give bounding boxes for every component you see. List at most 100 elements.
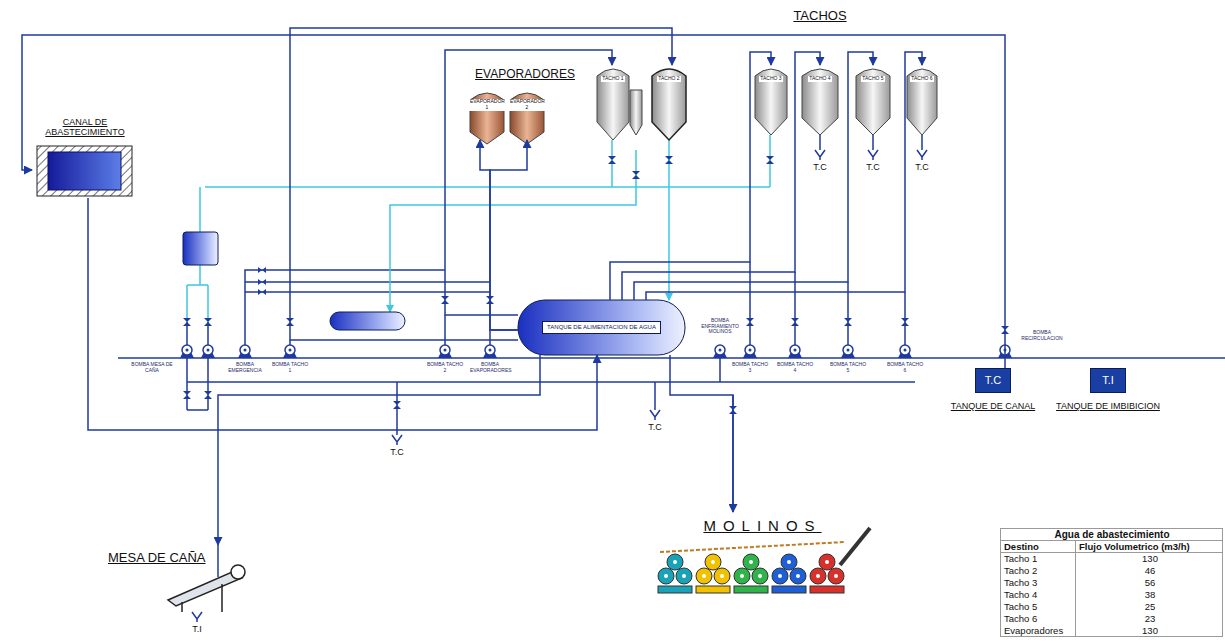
- table-cell: 130: [1120, 553, 1180, 564]
- mill-rollers: [705, 554, 721, 570]
- node-label: TACHO 2: [657, 76, 680, 82]
- mill-rollers: [828, 568, 844, 584]
- mill-rollers: [749, 560, 753, 564]
- pump-symbol: [788, 345, 802, 358]
- pan-vessel: TACHO 1: [597, 65, 629, 140]
- drain-funnel: [192, 612, 202, 622]
- node-label: TACHO 6: [910, 76, 933, 82]
- pump-label: BOMBA MESA DE CAÑA: [130, 362, 174, 373]
- water-pipe: [622, 52, 820, 300]
- mill-rollers: [772, 554, 806, 593]
- drain-funnel: [868, 150, 878, 160]
- table-cell: Tacho 6: [1004, 613, 1074, 624]
- mill-rollers: [696, 554, 730, 593]
- valve-symbol: [791, 318, 799, 326]
- mill-rollers: [658, 568, 674, 584]
- drain-label: T.C: [861, 162, 885, 173]
- pan-vessels: [856, 69, 890, 135]
- small-tanks: [183, 232, 218, 265]
- canal-box: [48, 152, 121, 190]
- mill-rollers: [696, 586, 730, 593]
- pan-vessels: [597, 69, 937, 150]
- table-title: Agua de abastecimiento: [1002, 529, 1222, 541]
- node-label: TACHO 5: [861, 76, 884, 82]
- section-heading: TACHOS: [780, 8, 860, 24]
- pipe-symbols: [180, 150, 1012, 622]
- mill-rollers: [734, 568, 750, 584]
- pan-vessels: [907, 69, 937, 135]
- pump-symbol: [483, 345, 497, 358]
- table-cell: 38: [1120, 589, 1180, 600]
- mill-rollers: [711, 560, 715, 564]
- node-label: TANQUE DE IMBIBICION: [1056, 401, 1160, 411]
- mill-rollers: [734, 554, 768, 593]
- data-table: [1075, 540, 1076, 637]
- pump-symbol: [898, 345, 912, 358]
- valve-symbol: [766, 156, 774, 164]
- main-pipes: [187, 381, 915, 383]
- pump-symbol: [843, 345, 853, 355]
- drain-funnel: [392, 435, 402, 445]
- water-pipe: [290, 28, 672, 340]
- section-heading: EVAPORADORES: [465, 67, 585, 81]
- mill-rollers: [816, 574, 820, 578]
- valve-symbol: [183, 318, 191, 326]
- tank-box: T.I: [1090, 368, 1126, 393]
- feed-tank: [518, 300, 685, 355]
- drain-label: T.C: [910, 162, 934, 173]
- cane-table: [231, 565, 245, 579]
- pump-symbol: [244, 349, 247, 352]
- pump-symbol: [847, 349, 850, 352]
- mill-rollers: [787, 560, 791, 564]
- tank-box: T.C: [975, 368, 1011, 393]
- pump-symbol: [283, 345, 297, 358]
- canal-box: [37, 146, 132, 196]
- pan-vessel: TACHO 5: [856, 65, 890, 135]
- pump-symbol: [182, 345, 192, 355]
- node-label: TACHO 4: [808, 76, 831, 82]
- water-pipe: [218, 355, 540, 545]
- pump-symbol: [180, 345, 194, 358]
- pump-symbol: [186, 349, 189, 352]
- pan-vessels: [652, 69, 686, 140]
- mill-rollers: [810, 568, 826, 584]
- valve-symbol: [183, 391, 191, 399]
- mill-rollers: [714, 568, 730, 584]
- table-header: Flujo Volumetrico (m3/h): [1079, 541, 1223, 552]
- node-label: MOLINOS: [703, 517, 821, 534]
- pump-symbol: [285, 345, 295, 355]
- pan-vessel: TACHO 3: [755, 65, 787, 135]
- evaporator-vessels: [510, 93, 544, 144]
- table-cell: 23: [1120, 613, 1180, 624]
- valve-symbol: [844, 318, 852, 326]
- water-pipe: [445, 50, 612, 315]
- small-tanks: [183, 232, 405, 330]
- valve-symbol: [204, 318, 212, 326]
- feed-water-tank: TANQUE DE ALIMENTACION DE AGUA: [518, 300, 685, 355]
- water-pipe: [480, 140, 518, 330]
- mill-rollers: [772, 586, 806, 593]
- cyan-pipes: [199, 187, 201, 232]
- water-pipe: [634, 52, 873, 300]
- supply-canal: CANAL DE ABASTECIMIENTO: [32, 116, 138, 198]
- evaporator-vessel: EVAPORADOR 2: [510, 88, 544, 140]
- pan-vessels: [820, 135, 922, 150]
- bagasse-conveyor: [840, 528, 870, 565]
- valve-symbol: [393, 401, 401, 409]
- pump-symbol: [485, 345, 495, 355]
- pump-label: BOMBA TACHO 6: [886, 362, 924, 373]
- valve-symbol: [204, 391, 212, 399]
- data-table: [1000, 529, 1223, 638]
- mill-rollers: [740, 574, 744, 578]
- mill-rollers: [834, 574, 838, 578]
- cane-table: [168, 572, 242, 606]
- pump-symbol: [240, 345, 250, 355]
- water-pipe: [490, 140, 527, 330]
- node-label: TANQUE DE ALIMENTACION DE AGUA: [542, 321, 661, 334]
- water-pipe: [22, 35, 1005, 368]
- cane-table: MESA DE CAÑA: [105, 545, 250, 613]
- mill-rollers: [772, 568, 788, 584]
- pan-vessels: [597, 69, 629, 140]
- pump-symbol: [444, 349, 447, 352]
- pump-symbol: [794, 349, 797, 352]
